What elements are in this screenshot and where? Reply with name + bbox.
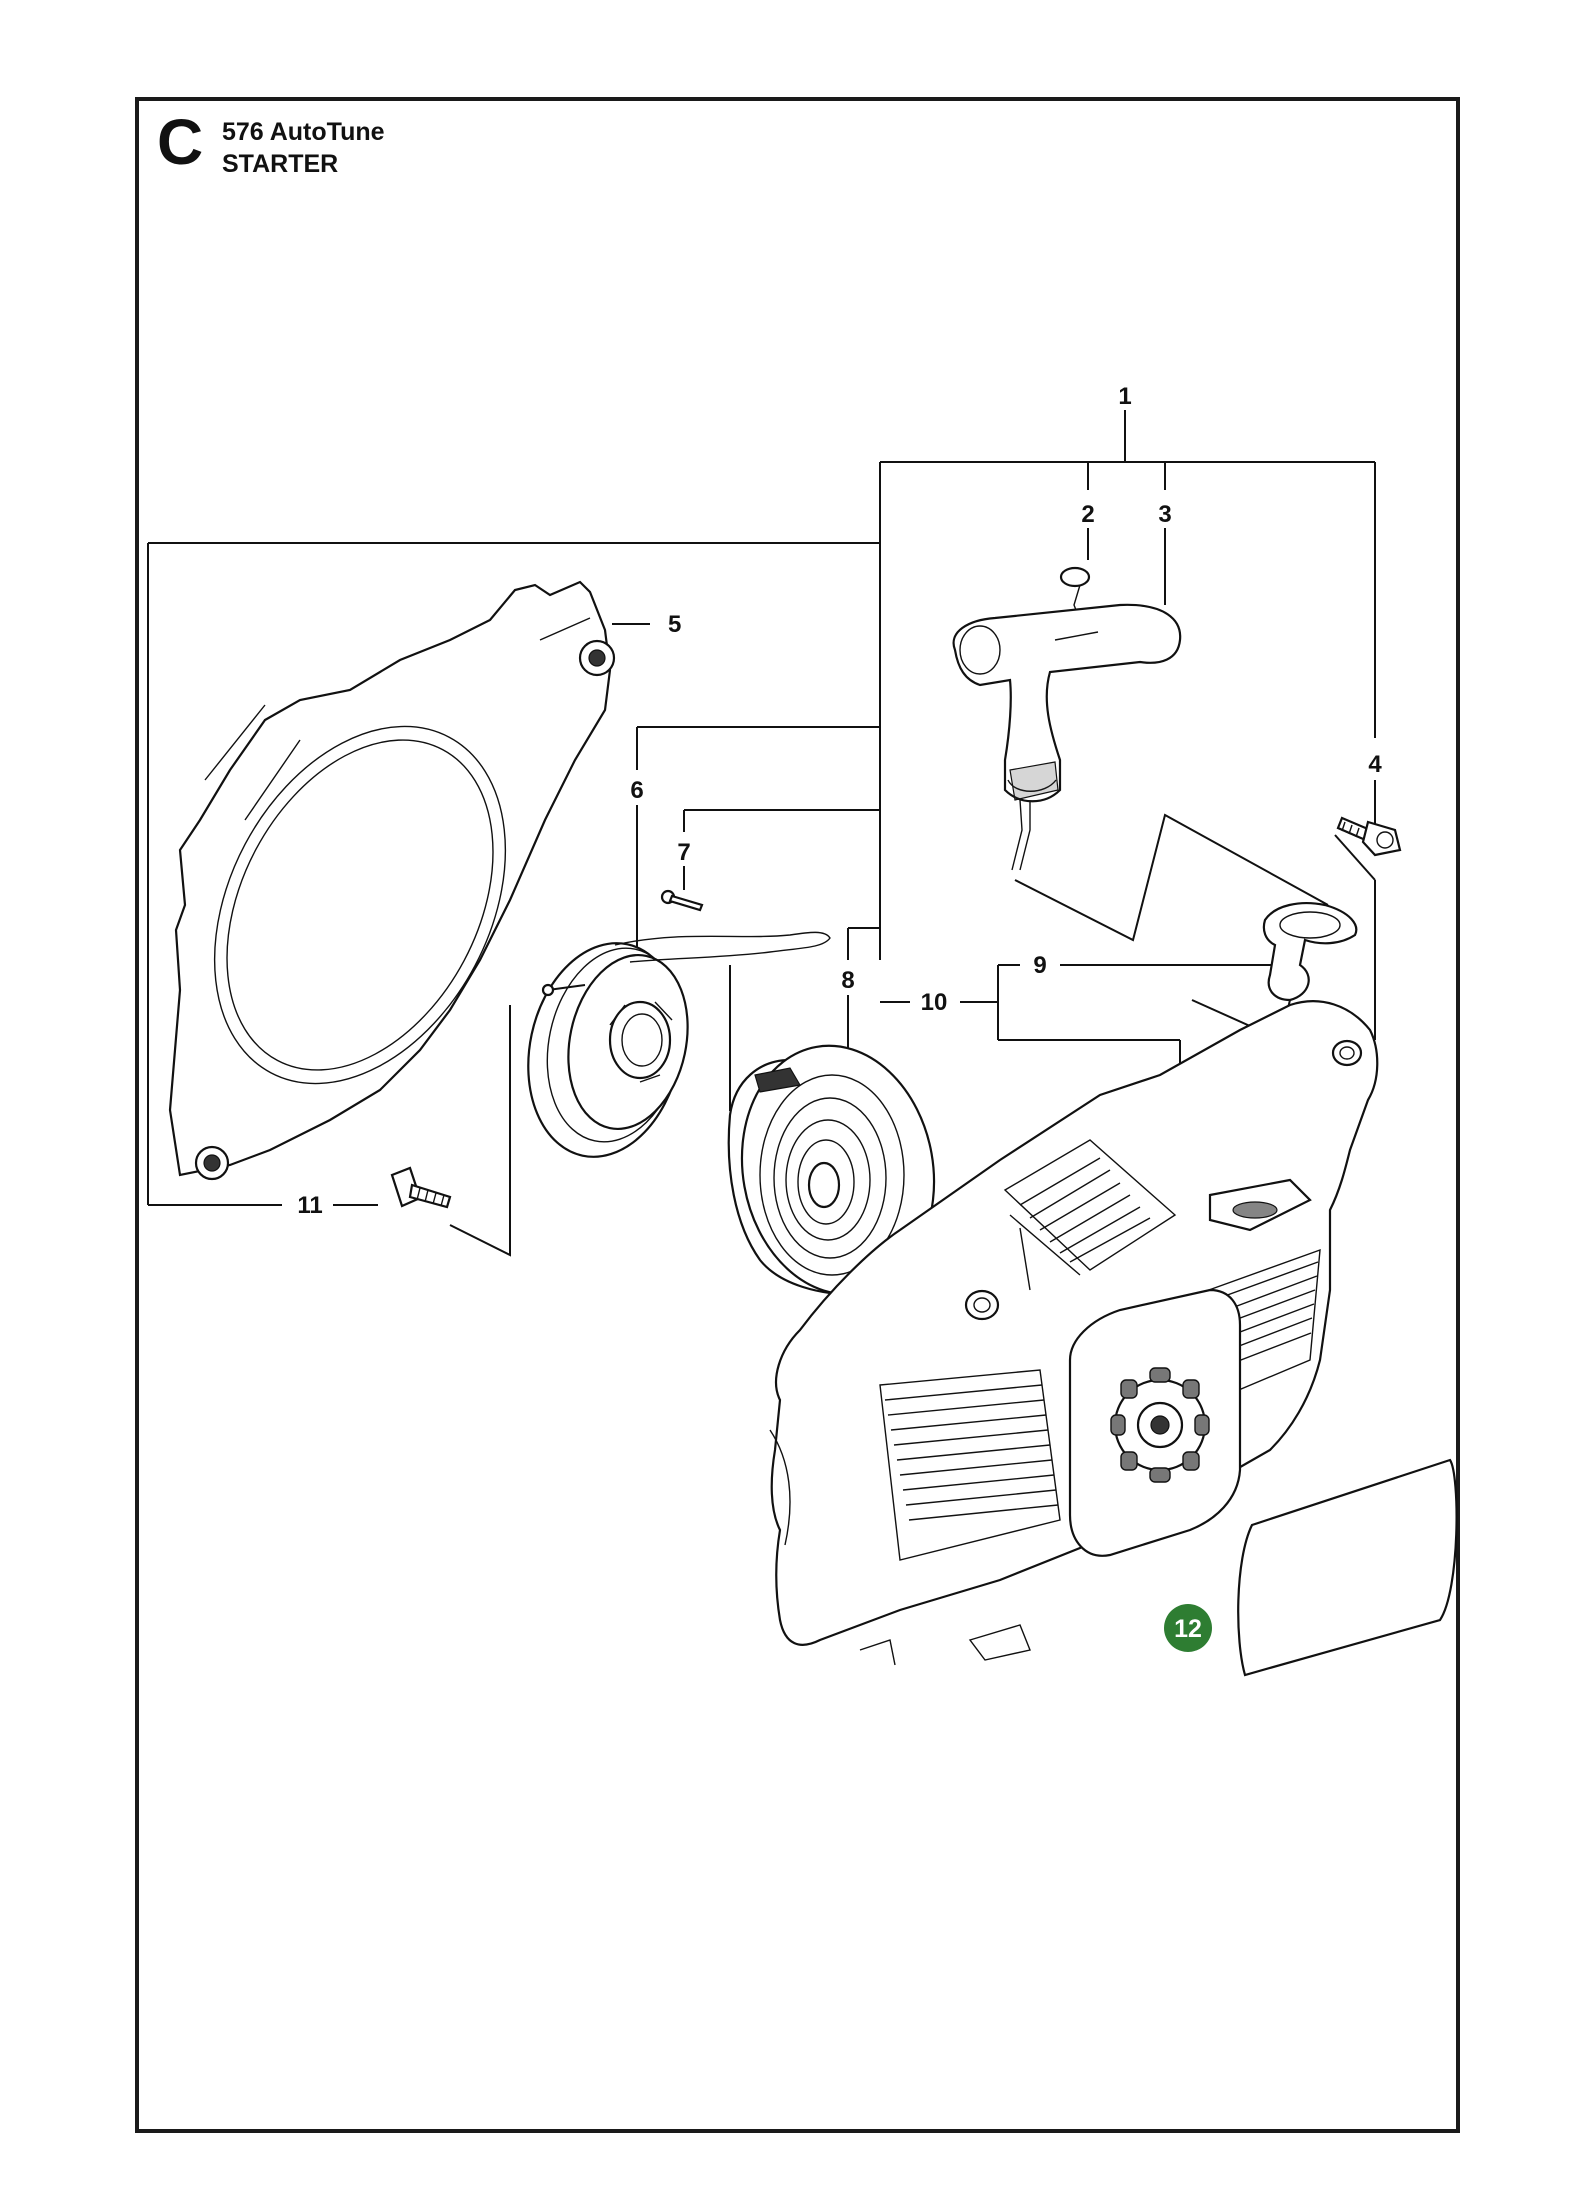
callout-3: 3 [1158, 501, 1171, 528]
section-title: STARTER [222, 150, 339, 178]
screw-part-4 [1336, 816, 1402, 857]
diagram-frame [135, 97, 1460, 2133]
callout-10: 10 [921, 989, 948, 1016]
flywheel-vents [1110, 1367, 1210, 1483]
callout-8: 8 [841, 967, 854, 994]
starter-cover-plate [168, 580, 616, 1181]
model-title: 576 AutoTune [222, 118, 385, 146]
starter-handle-part-3 [952, 603, 1182, 871]
callout-11: 11 [297, 1192, 322, 1219]
callout-12: 12 [1174, 1615, 1202, 1643]
starter-housing-part-10 [769, 1000, 1379, 1666]
screw-part-11 [390, 1166, 452, 1209]
leader-lines [147, 410, 1376, 1466]
decal-part-12 [1237, 1458, 1458, 1677]
pulley-part-6 [527, 931, 831, 1158]
callout-12-badge: 12 [1164, 1604, 1212, 1652]
callout-2: 2 [1081, 501, 1094, 528]
callout-labels: 1 2 3 4 5 6 7 8 9 10 11 12 [297, 383, 1382, 1652]
recoil-spring-cassette-part-8 [727, 1044, 936, 1297]
section-letter: C [157, 106, 204, 178]
callout-5: 5 [668, 611, 681, 638]
callout-7: 7 [677, 839, 690, 866]
callout-1: 1 [1118, 383, 1131, 410]
screw-part-7 [660, 889, 704, 912]
callout-4: 4 [1368, 751, 1382, 778]
rope-guide-part-9 [1262, 902, 1358, 1002]
callout-9: 9 [1033, 952, 1046, 979]
callout-6: 6 [630, 777, 643, 804]
